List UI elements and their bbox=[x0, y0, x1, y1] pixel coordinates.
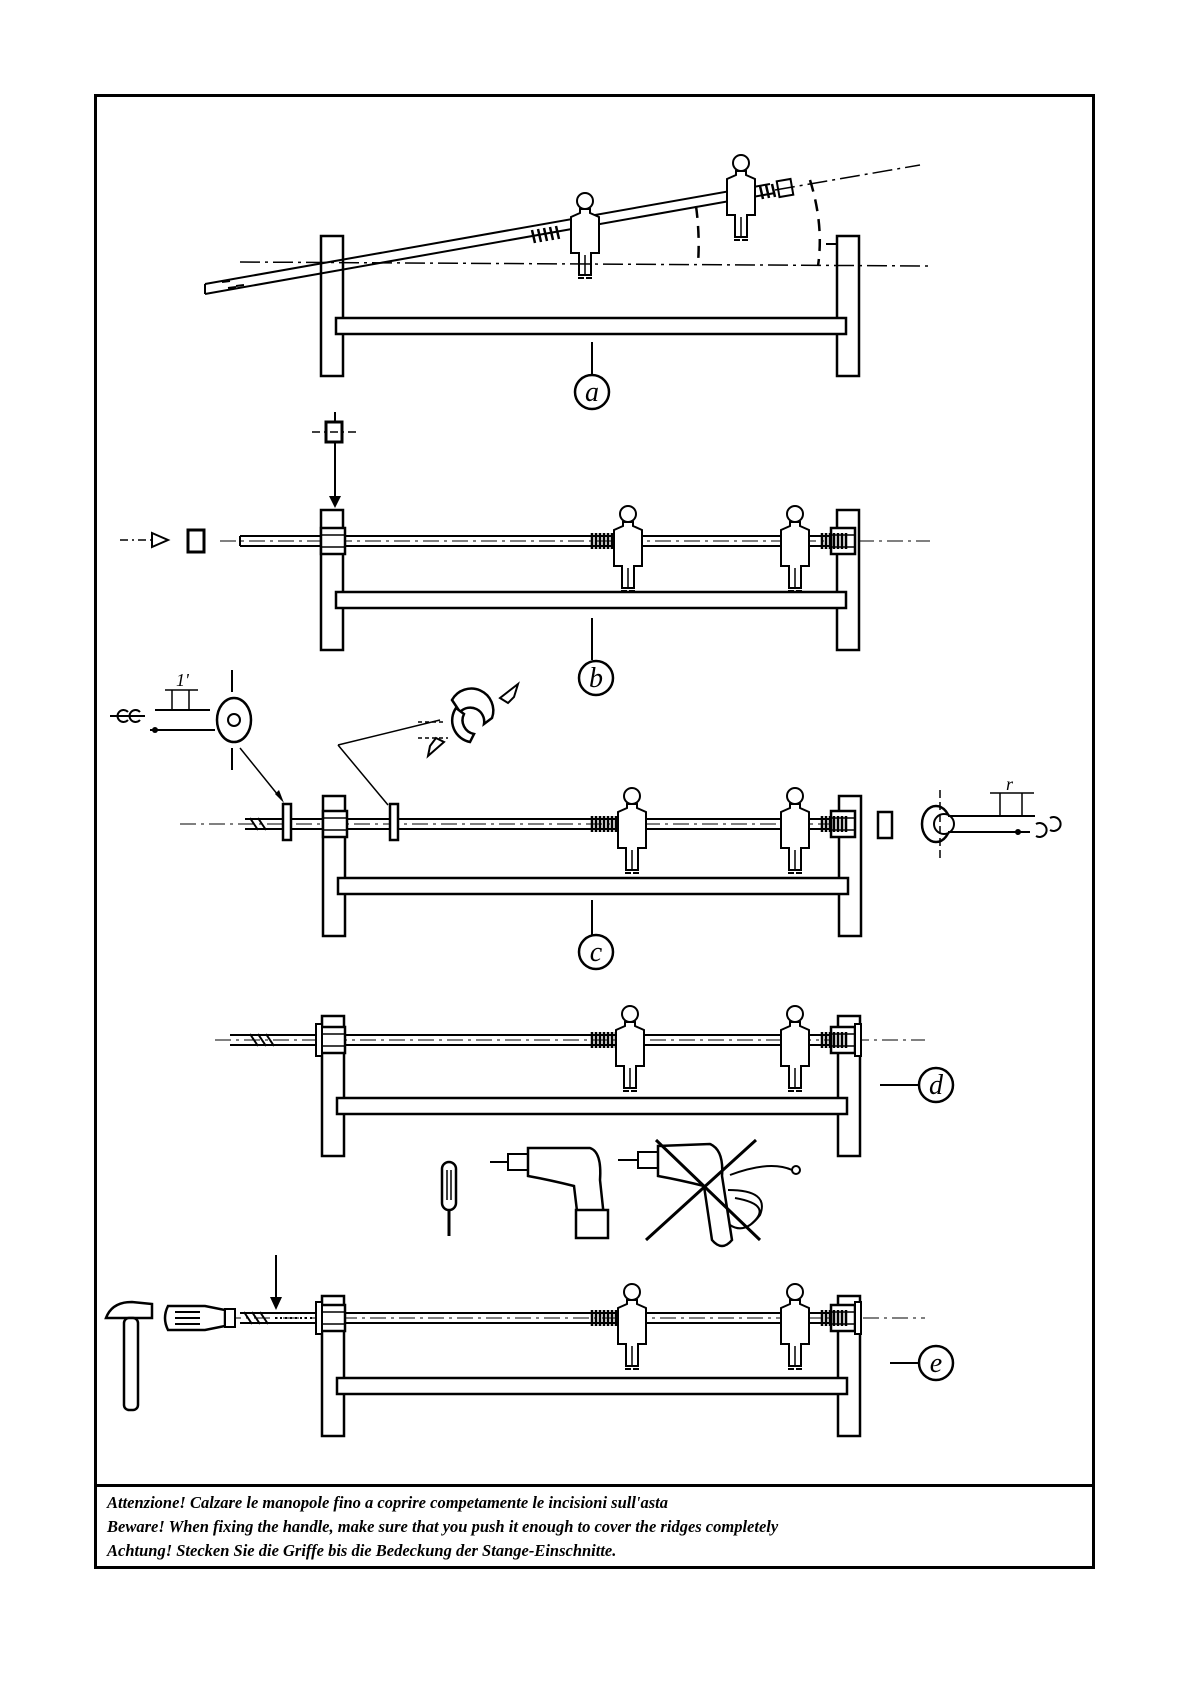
dimension-mark-left: 1' bbox=[176, 670, 190, 690]
hammer-icon bbox=[106, 1302, 152, 1410]
step-b-drawing: b bbox=[120, 412, 930, 695]
handle-icon bbox=[165, 1306, 235, 1330]
step-e-label: e bbox=[930, 1348, 942, 1379]
note-german: Achtung! Stecken Sie die Griffe bis die … bbox=[107, 1539, 1082, 1563]
cordless-drill-icon bbox=[490, 1148, 608, 1238]
step-b-label: b bbox=[589, 663, 603, 694]
step-e-drawing: e bbox=[106, 1255, 953, 1436]
warning-notes: Attenzione! Calzare le manopole fino a c… bbox=[94, 1484, 1095, 1569]
step-a-label: a bbox=[585, 377, 599, 408]
note-english: Beware! When fixing the handle, make sur… bbox=[107, 1515, 1082, 1539]
screwdriver-icon bbox=[442, 1162, 456, 1236]
step-d-drawing: d bbox=[215, 1006, 953, 1246]
step-c-label: c bbox=[590, 937, 603, 968]
dimension-mark-right: r bbox=[1006, 774, 1014, 794]
step-d-label: d bbox=[929, 1070, 944, 1101]
step-c-drawing: 1' r c bbox=[110, 670, 1061, 969]
note-italian: Attenzione! Calzare le manopole fino a c… bbox=[107, 1491, 1082, 1515]
step-a-drawing: a bbox=[205, 155, 930, 409]
corded-drill-crossed-icon bbox=[618, 1140, 800, 1246]
